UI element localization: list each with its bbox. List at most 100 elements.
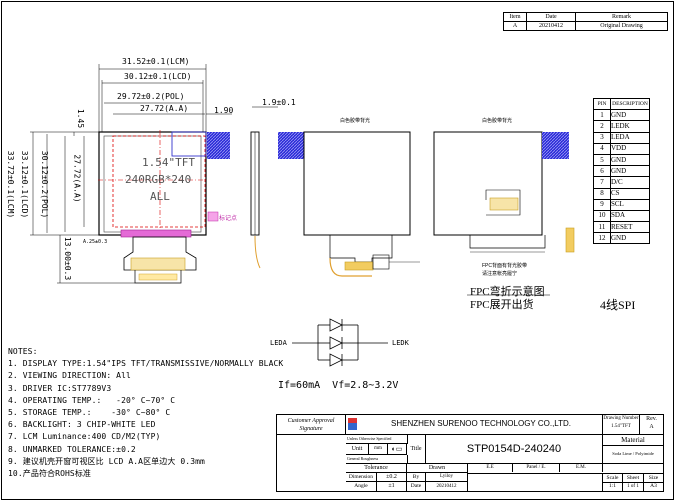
- angle-tol: ±1: [377, 482, 407, 491]
- screen-size-label: 1.54"TFT: [142, 156, 195, 169]
- note-item: 2. VIEWING DIRECTION: All: [8, 371, 131, 381]
- note-item: 10.产品符合ROHS标准: [8, 469, 92, 479]
- pin-number: 5: [593, 153, 611, 167]
- front-view: [30, 64, 278, 284]
- title-label: Title: [407, 435, 426, 464]
- pin-desc: GND: [610, 153, 650, 167]
- size-value: A3: [650, 483, 657, 489]
- sign-area: [468, 473, 603, 492]
- material-value: Soda Lime / Polyimide: [612, 451, 654, 456]
- pin-number: 4: [593, 142, 611, 155]
- customer-approval-cell: Customer Approval Signature: [277, 415, 346, 435]
- dimension-tol: ±0.2: [377, 473, 407, 482]
- rev-label: Rev.: [646, 416, 657, 422]
- pin-desc: GND: [610, 109, 650, 122]
- pin-header-pin: PIN: [593, 97, 611, 111]
- back-view-left: [278, 131, 420, 277]
- drawing-number-cell: Drawing Number 1.54"TFT: [603, 415, 640, 435]
- rev-item: A: [503, 21, 527, 31]
- note-item: 8. UNMARKED TOLERANCE:±0.2: [8, 444, 136, 454]
- unit-label: Unit: [346, 444, 369, 455]
- pin-header-desc: DESCRIPTION: [610, 97, 650, 111]
- material-cell: Material Soda Lime / Polyimide: [603, 435, 663, 464]
- rev-remark: Original Drawing: [575, 21, 668, 31]
- rev-date: 20210412: [526, 21, 576, 31]
- pin-number: 9: [593, 198, 611, 211]
- company-cell: SHENZHEN SURENOO TECHNOLOGY CO.,LTD.: [346, 415, 603, 435]
- unless-cell: Unless Otherwise Specified: [346, 435, 408, 444]
- dim-aa-width: 27.72(A.A): [140, 104, 189, 113]
- angle-label: Angle: [346, 482, 377, 491]
- rev-cell: Rev. A: [640, 415, 663, 435]
- dim-right-gap: 1.90: [214, 106, 234, 115]
- rev-header-date: Date: [526, 12, 576, 22]
- em-label: E.M.: [560, 464, 603, 472]
- pin-number: 3: [593, 131, 611, 144]
- drawing-number-value: 1.54"TFT: [611, 424, 631, 429]
- pin-number: 2: [593, 120, 611, 133]
- company-name: SHENZHEN SURENOO TECHNOLOGY CO.,LTD.: [391, 419, 572, 428]
- dim-thickness: 1.9±0.1: [262, 98, 296, 107]
- signature-label: Signature: [299, 426, 323, 432]
- part-title: STP0154D-240240: [426, 435, 603, 464]
- dim-lcm-height: 33.72±0.1(LCM): [6, 150, 16, 219]
- side-view: [250, 131, 261, 269]
- dim-lcd-height: 33.12±0.1(LCD): [20, 150, 30, 219]
- dim-pol-height: 30.12±0.2(POL): [40, 150, 50, 219]
- notes-block: NOTES: 1. DISPLAY TYPE:1.54"IPS TFT/TRAN…: [8, 346, 283, 480]
- by-value: Lyiloy: [426, 473, 468, 482]
- panel-label: Panel / E.: [513, 464, 560, 472]
- interface-label: 4线SPI: [600, 298, 636, 312]
- led-spec-label: If=60mA Vf=2.8~3.2V: [278, 380, 399, 391]
- projection-icon: ◐▭: [388, 444, 407, 455]
- revision-table: Item Date Remark A 20210412 Original Dra…: [503, 12, 668, 31]
- note-item: 9. 建议机壳开窗可视区比 LCD A.A区单边大 0.3mm: [8, 456, 205, 466]
- title-block: Customer Approval Signature SHENZHEN SUR…: [276, 414, 664, 492]
- rev-header-remark: Remark: [575, 12, 668, 22]
- pin-number: 8: [593, 187, 611, 200]
- back-right-label: 白色胶带背光: [482, 118, 513, 124]
- drawn-label: Drawn: [407, 464, 468, 473]
- led-circuit: [292, 318, 388, 367]
- by-label: By: [407, 473, 426, 482]
- unit-value: mm: [369, 444, 388, 455]
- fpc-fold-title: FPC弯折示意图: [470, 286, 545, 298]
- note-item: 3. DRIVER IC:ST7789V3: [8, 383, 112, 393]
- ee-label: E.E: [468, 464, 513, 472]
- pin-number: 1: [593, 109, 611, 122]
- pin-number: 11: [593, 221, 611, 234]
- pin-number: 7: [593, 176, 611, 189]
- pin-number: 12: [593, 232, 611, 245]
- fpc-note-1: FPC背面有背光胶带: [482, 263, 528, 269]
- company-logo-icon: [348, 418, 357, 430]
- material-label: Material: [603, 435, 663, 446]
- screen-resolution-label: 240RGB*240: [125, 173, 192, 186]
- pin-desc: GND: [610, 232, 650, 245]
- rev-header-item: Item: [503, 12, 527, 22]
- drawing-number-label: Drawing Number: [603, 416, 639, 421]
- note-item: 7. LCM Luminance:400 CD/M2(TYP): [8, 432, 161, 442]
- pin1-marker-label: 标记点: [219, 216, 238, 222]
- pin-desc: LEDK: [610, 120, 650, 133]
- scale-value: 1:1: [603, 482, 623, 491]
- pin-desc: SCL: [610, 198, 650, 211]
- dim-small-label: A.25±0.3: [83, 239, 108, 245]
- rev-value: A: [649, 424, 654, 430]
- sheet-value: 1 of 1: [623, 482, 644, 491]
- pin-desc: VDD: [610, 142, 650, 155]
- led-cathode-label: LEDK: [392, 339, 409, 347]
- scale-label: Scale: [603, 473, 623, 483]
- back-left-label: 白色胶带背光: [340, 118, 371, 124]
- note-item: 6. BACKLIGHT: 3 CHIP-WHITE LED: [8, 420, 156, 430]
- customer-approval-label: Customer Approval: [287, 418, 335, 424]
- dim-lcd-width: 30.12±0.1(LCD): [124, 72, 192, 81]
- date-value: 20210412: [426, 482, 468, 491]
- tolerance-label: Tolerance: [346, 464, 407, 473]
- pin-desc: GND: [610, 165, 650, 178]
